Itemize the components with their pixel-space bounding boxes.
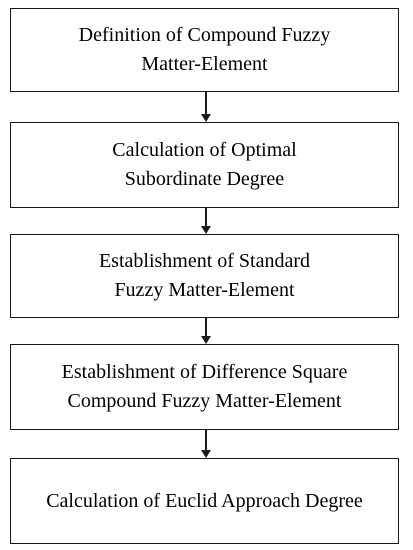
step-label: Establishment of Difference Square Compo…	[61, 361, 348, 412]
step-label: Calculation of Optimal Subordinate Degre…	[112, 139, 297, 190]
step-label: Definition of Compound Fuzzy Matter-Elem…	[78, 24, 331, 75]
step-calculation-euclid-approach-degree: Calculation of Euclid Approach Degree	[10, 458, 399, 544]
step-label: Establishment of Standard Fuzzy Matter-E…	[98, 250, 311, 301]
arrowhead-icon	[201, 226, 211, 234]
arrowhead-icon	[201, 336, 211, 344]
arrowhead-icon	[201, 114, 211, 122]
step-establishment-difference-square-matter-element: Establishment of Difference Square Compo…	[10, 344, 399, 430]
arrow-shaft	[205, 92, 207, 114]
arrow-down-icon	[199, 208, 213, 234]
arrow-down-icon	[199, 430, 213, 458]
step-label: Calculation of Euclid Approach Degree	[46, 489, 363, 512]
arrow-shaft	[205, 318, 207, 336]
arrow-down-icon	[199, 318, 213, 344]
arrowhead-icon	[201, 450, 211, 458]
step-calculation-optimal-subordinate-degree: Calculation of Optimal Subordinate Degre…	[10, 122, 399, 208]
step-definition-compound-fuzzy-matter-element: Definition of Compound Fuzzy Matter-Elem…	[10, 8, 399, 92]
arrow-down-icon	[199, 92, 213, 122]
arrow-shaft	[205, 430, 207, 450]
step-establishment-standard-fuzzy-matter-element: Establishment of Standard Fuzzy Matter-E…	[10, 234, 399, 318]
arrow-shaft	[205, 208, 207, 226]
